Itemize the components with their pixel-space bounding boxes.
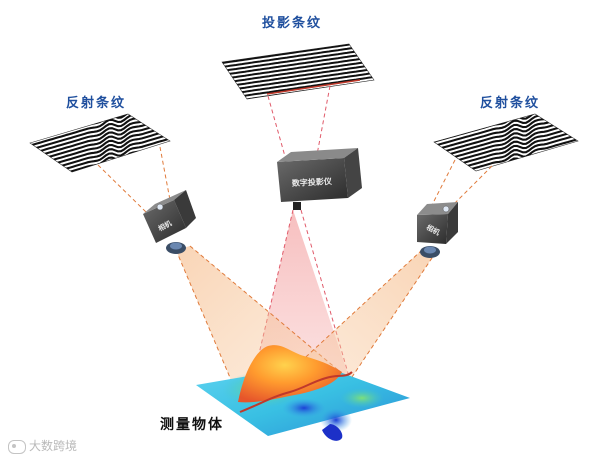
watermark-text: 大数跨境 [29, 439, 77, 453]
watermark: 大数跨境 [8, 437, 77, 454]
watermark-icon [8, 440, 26, 454]
guide-lines [268, 86, 330, 160]
left-reflected-fringe-label: 反射条纹 [66, 92, 126, 111]
projected-fringe-label: 投影条纹 [262, 12, 322, 31]
measured-object-label: 测量物体 [160, 414, 224, 434]
right-reflected-fringe-label: 反射条纹 [480, 92, 540, 111]
right-reflected-fringe-panel [430, 63, 580, 185]
projector-label: 数字投影仪 [292, 176, 333, 188]
